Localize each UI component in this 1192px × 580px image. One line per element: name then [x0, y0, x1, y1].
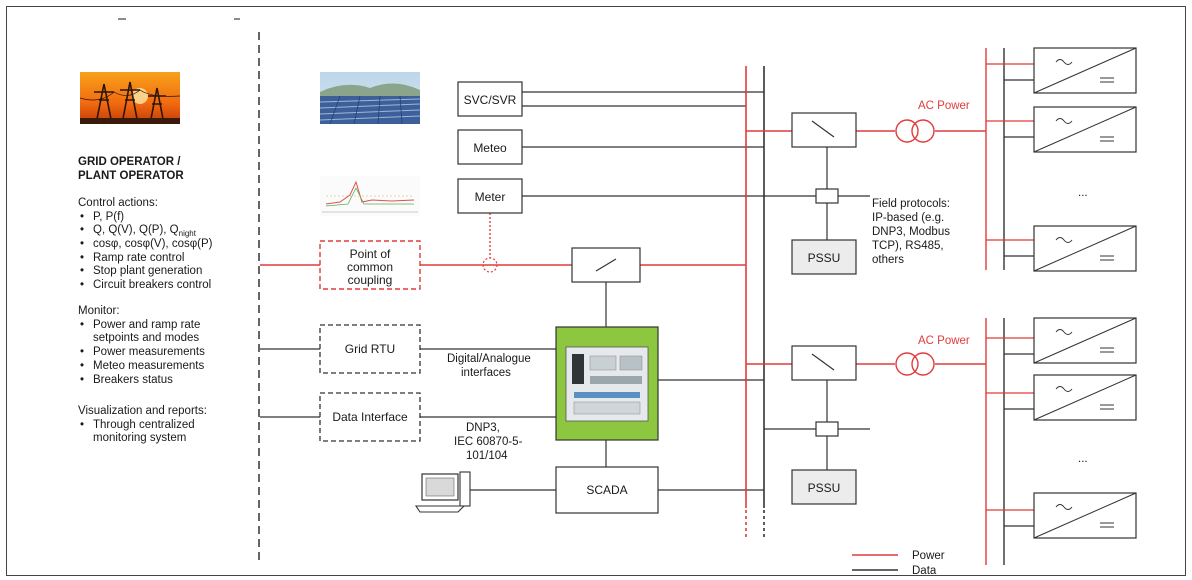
- ac-power-label-top: AC Power: [918, 100, 970, 112]
- meteo-label: Meteo: [473, 141, 507, 155]
- svg-text:•: •: [80, 224, 84, 236]
- power-curve-chart-thumbnail: [320, 176, 420, 216]
- transmission-tower-image: [79, 72, 181, 125]
- grid-rtu-box[interactable]: Grid RTU: [319, 324, 421, 374]
- pssu-bottom-box[interactable]: PSSU: [791, 469, 857, 505]
- scada-label: SCADA: [586, 483, 627, 497]
- control-actions-title: Control actions:: [78, 197, 158, 209]
- pcc-measurement-point: [482, 257, 498, 273]
- pssu-top-label: PSSU: [808, 251, 841, 265]
- monitor-item: Power and ramp rate: [93, 319, 200, 331]
- pcc-breaker-box[interactable]: [571, 247, 641, 283]
- control-item: Ramp rate control: [93, 252, 184, 264]
- visualization-title: Visualization and reports:: [78, 405, 207, 417]
- top-data-junction: [815, 188, 839, 204]
- grid-rtu-label: Grid RTU: [345, 342, 395, 356]
- viz-item: Through centralized: [93, 419, 195, 431]
- svg-text:DNP3,: DNP3,: [466, 422, 500, 434]
- bottom-data-junction: [815, 421, 839, 437]
- svc-label: SVC/SVR: [464, 93, 517, 107]
- svg-text:Field protocols:: Field protocols:: [872, 198, 950, 210]
- operator-heading-line2: PLANT OPERATOR: [78, 170, 184, 182]
- control-item: cosφ, cosφ(V), cosφ(P): [93, 238, 213, 250]
- bottom-breaker-box[interactable]: [791, 345, 857, 381]
- top-breaker-box[interactable]: [791, 112, 857, 148]
- data-interface-box[interactable]: Data Interface: [319, 392, 421, 442]
- inverter-6[interactable]: [1033, 492, 1137, 539]
- pcc-label-line3: coupling: [348, 273, 393, 287]
- point-of-common-coupling-box[interactable]: Point of common coupling: [319, 240, 421, 290]
- data-interface-label: Data Interface: [332, 410, 408, 424]
- control-item: Stop plant generation: [93, 265, 202, 277]
- top-transformer-icon: [895, 119, 935, 143]
- svg-text:IEC 60870-5-: IEC 60870-5-: [454, 436, 523, 448]
- svg-text:•: •: [80, 360, 84, 372]
- inverter-2[interactable]: [1033, 106, 1137, 153]
- svg-text:•: •: [80, 419, 84, 431]
- field-protocols-label: Field protocols: IP-based (e.g. DNP3, Mo…: [872, 198, 950, 266]
- inverter-1[interactable]: [1033, 47, 1137, 94]
- control-item: Circuit breakers control: [93, 279, 211, 291]
- scada-box[interactable]: SCADA: [555, 466, 659, 514]
- ac-power-label-bottom: AC Power: [918, 335, 970, 347]
- pssu-top-box[interactable]: PSSU: [791, 239, 857, 275]
- svg-text:•: •: [80, 238, 84, 250]
- left-panel: GRID OPERATOR / PLANT OPERATOR Control a…: [78, 18, 240, 444]
- monitor-item: Breakers status: [93, 374, 173, 386]
- svg-text:101/104: 101/104: [466, 450, 508, 462]
- svg-text:TCP), RS485,: TCP), RS485,: [872, 240, 944, 252]
- meter-label: Meter: [475, 190, 506, 204]
- pcc-label-line2: common: [347, 260, 393, 274]
- top-inverter-group: [985, 48, 1034, 270]
- svg-text:•: •: [80, 374, 84, 386]
- svg-text:others: others: [872, 254, 904, 266]
- monitor-item: Meteo measurements: [93, 360, 204, 372]
- operator-heading-line1: GRID OPERATOR /: [78, 156, 181, 168]
- bottom-inverter-group: [985, 318, 1034, 565]
- meter-box[interactable]: Meter: [457, 178, 523, 214]
- svg-text:•: •: [80, 346, 84, 358]
- solar-field-image: [319, 72, 421, 125]
- svg-text:•: •: [80, 252, 84, 264]
- monitor-item: setpoints and modes: [93, 332, 199, 344]
- digital-analogue-label: Digital/Analogue interfaces: [447, 353, 531, 379]
- power-plant-controller[interactable]: [555, 326, 659, 441]
- visualization-list: • Through centralized monitoring system: [80, 419, 195, 444]
- svg-text:•: •: [80, 265, 84, 277]
- diagram-frame: [6, 6, 1186, 576]
- inverter-4[interactable]: [1033, 317, 1137, 364]
- viz-item: monitoring system: [93, 432, 186, 444]
- svg-text:interfaces: interfaces: [461, 367, 511, 379]
- monitor-list: • Power and ramp rate setpoints and modes…: [80, 319, 205, 386]
- svg-text:•: •: [80, 211, 84, 223]
- svg-text:DNP3, Modbus: DNP3, Modbus: [872, 226, 950, 238]
- inverter-3[interactable]: [1033, 225, 1137, 272]
- main-buses: [745, 66, 765, 540]
- pcc-label-line1: Point of: [350, 247, 391, 261]
- svg-text:Digital/Analogue: Digital/Analogue: [447, 353, 531, 365]
- control-item: Q, Q(V), Q(P), Qnight: [93, 224, 197, 238]
- svg-text:•: •: [80, 279, 84, 291]
- control-actions-list: • P, P(f) • Q, Q(V), Q(P), Qnight • cosφ, …: [80, 211, 213, 291]
- ellipsis-top: ...: [1078, 187, 1088, 199]
- computer-icon: [414, 471, 471, 513]
- legend: Power Data: [852, 550, 945, 577]
- svg-text:IP-based (e.g.: IP-based (e.g.: [872, 212, 944, 224]
- bottom-transformer-icon: [895, 352, 935, 376]
- legend-data-label: Data: [912, 565, 937, 577]
- meteo-box[interactable]: Meteo: [457, 129, 523, 165]
- monitor-item: Power measurements: [93, 346, 205, 358]
- svc-box[interactable]: SVC/SVR: [457, 81, 523, 117]
- power-links: [260, 130, 986, 365]
- inverter-5[interactable]: [1033, 374, 1137, 421]
- dnp3-label: DNP3, IEC 60870-5- 101/104: [454, 422, 523, 462]
- legend-power-label: Power: [912, 550, 945, 562]
- monitor-title: Monitor:: [78, 305, 120, 317]
- ellipsis-bottom: ...: [1078, 453, 1088, 465]
- svg-text:•: •: [80, 319, 84, 331]
- control-item: P, P(f): [93, 211, 124, 223]
- pssu-bottom-label: PSSU: [808, 481, 841, 495]
